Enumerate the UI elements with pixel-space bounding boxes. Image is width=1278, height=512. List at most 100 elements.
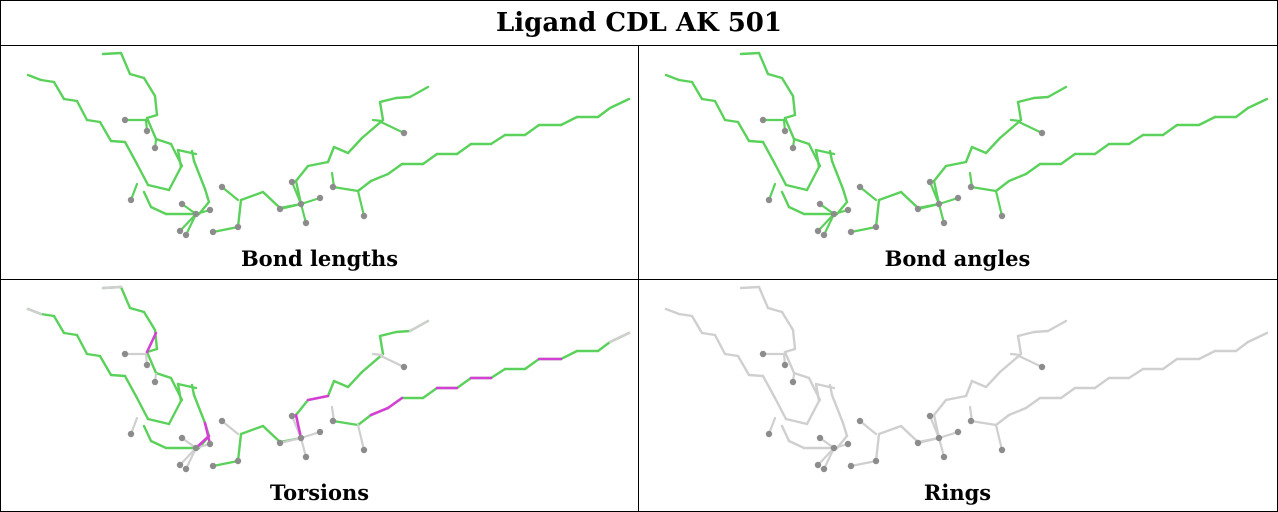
bond: [766, 306, 784, 314]
bond: [1246, 97, 1269, 110]
atom: [789, 378, 797, 386]
bond: [916, 436, 941, 445]
bond: [773, 396, 788, 421]
panel-bond-lengths: Bond lengths: [1, 46, 638, 278]
atom: [234, 223, 242, 231]
bond: [178, 212, 198, 233]
bond: [52, 80, 66, 101]
bond: [85, 118, 102, 124]
bond: [713, 333, 727, 356]
bond: [1093, 376, 1111, 390]
bond: [306, 160, 330, 168]
bond: [331, 185, 360, 193]
bond: [783, 113, 797, 120]
bond: [849, 225, 878, 234]
atom: [816, 434, 824, 442]
bond: [145, 113, 159, 120]
bond: [1007, 172, 1028, 183]
molecule-diagram-torsions: [26, 285, 631, 473]
bond: [145, 331, 158, 354]
bond: [964, 145, 974, 164]
atom: [288, 178, 296, 186]
bond: [523, 357, 541, 371]
bond: [994, 423, 1004, 452]
bond: [690, 80, 704, 101]
atom: [192, 444, 200, 452]
atom: [940, 219, 948, 227]
bond: [877, 190, 903, 202]
bond: [408, 319, 430, 333]
bond: [261, 190, 282, 210]
atom: [781, 361, 789, 369]
bond: [1032, 95, 1050, 100]
bond: [153, 94, 159, 117]
bond: [1009, 118, 1022, 123]
atom: [759, 350, 767, 358]
atom: [329, 183, 337, 191]
atom: [218, 417, 226, 425]
bond: [220, 185, 240, 202]
bond: [747, 373, 765, 378]
bond: [149, 439, 168, 450]
bond: [346, 370, 364, 389]
bond: [1161, 123, 1179, 137]
bond: [1197, 115, 1217, 127]
atom: [926, 412, 934, 420]
panel-rings: Rings: [639, 280, 1276, 512]
bond: [937, 436, 946, 459]
bond: [664, 73, 681, 82]
bond: [109, 139, 127, 144]
atom: [856, 183, 864, 191]
bond: [928, 414, 941, 440]
bond: [142, 424, 153, 443]
bond: [149, 205, 168, 216]
atom: [121, 350, 129, 358]
bond: [39, 78, 56, 84]
bond: [739, 51, 761, 56]
atom: [954, 428, 962, 436]
bond: [784, 417, 809, 426]
bond: [736, 120, 751, 143]
bond: [700, 97, 717, 103]
atom: [872, 457, 880, 465]
atom: [814, 461, 822, 469]
bond: [386, 162, 404, 176]
bond: [969, 185, 998, 193]
bond: [332, 145, 350, 155]
bond: [331, 419, 360, 427]
atom: [400, 129, 408, 137]
bond: [596, 106, 612, 119]
bond: [723, 352, 740, 358]
bond: [1024, 396, 1042, 410]
bond: [816, 446, 836, 467]
bond: [984, 370, 1002, 389]
atom: [856, 417, 864, 425]
bond: [761, 374, 777, 400]
bond: [1246, 331, 1269, 344]
atom: [218, 183, 226, 191]
bond: [822, 446, 836, 471]
bond: [713, 99, 727, 122]
bond: [1046, 85, 1068, 99]
bond: [386, 396, 404, 410]
bond: [932, 164, 948, 183]
bond: [142, 76, 157, 98]
bond: [98, 120, 113, 143]
atom: [151, 144, 159, 152]
bond: [101, 51, 123, 56]
atom: [234, 457, 242, 465]
atom: [288, 412, 296, 420]
atom: [998, 212, 1006, 220]
atom: [360, 446, 368, 454]
bond: [146, 183, 171, 192]
bond: [192, 159, 207, 191]
molecule-diagram-bond-angles: [664, 51, 1269, 239]
bond: [299, 436, 308, 459]
bond: [783, 350, 796, 375]
bond: [723, 118, 740, 124]
bond: [169, 376, 184, 402]
bond: [455, 142, 473, 156]
column-divider: [638, 46, 639, 511]
atom: [935, 434, 943, 442]
